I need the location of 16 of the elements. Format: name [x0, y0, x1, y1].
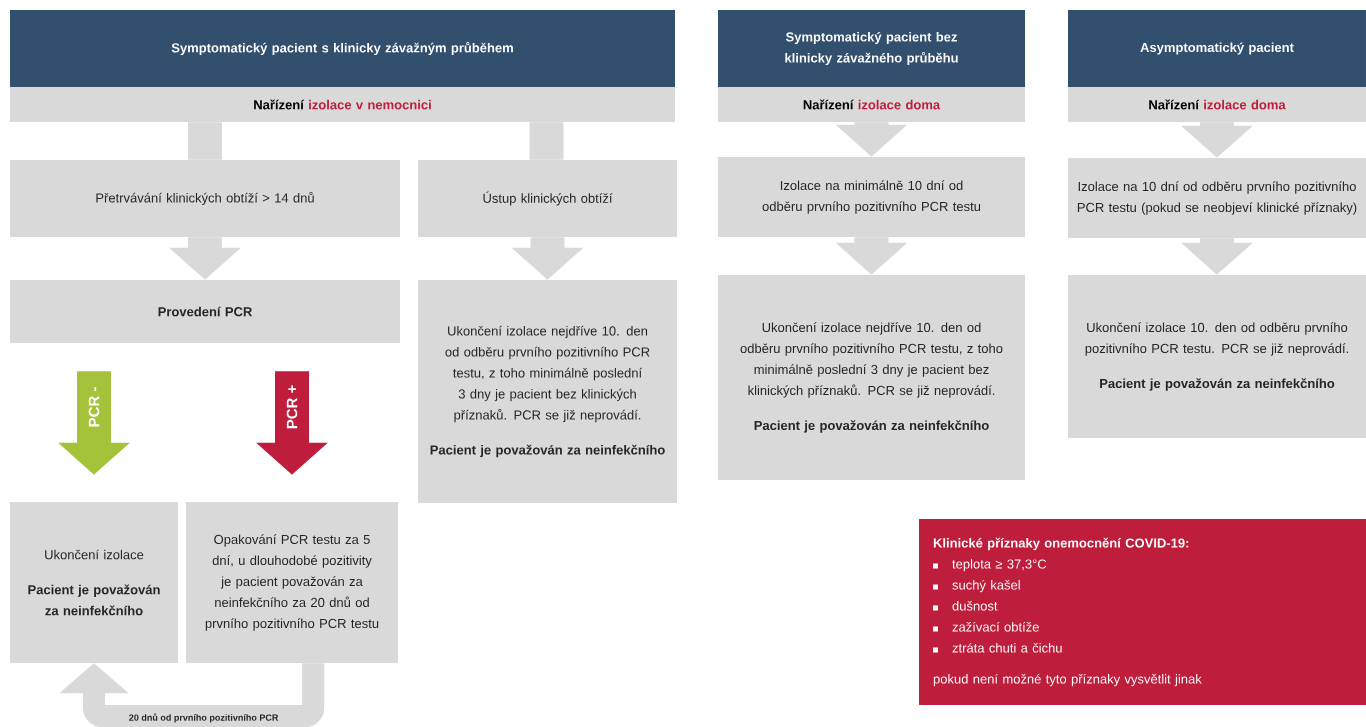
- header-box: Symptomatický pacient s klinicky závažným průběhem: [10, 10, 675, 87]
- banner: Nařízení izolace doma: [718, 87, 1025, 122]
- header-box: Asymptomatický pacient: [1068, 10, 1366, 87]
- process-box: Ukončení izolace nejdříve 10. den od odběru prvního pozitivního PCR testu, z toho minimálně poslední 3 dny je pacient bez klinických příznaků. PCR se již neprovádí. Pacient je považován za neinfekčního: [718, 275, 1025, 480]
- banner: Nařízení izolace v nemocnici: [10, 87, 675, 122]
- block-arrow: [59, 663, 325, 727]
- process-box: Opakování PCR testu za 5 dní, u dlouhodobé pozitivity je pacient považován za neinfekčního za 20 dnů od prvního pozitivního PCR testu: [186, 502, 398, 663]
- process-box: Ukončení izolace Pacient je považován za neinfekčního: [10, 502, 178, 663]
- edge-label: 20 dnů od prvního pozitivního PCR: [127, 712, 280, 724]
- process-box: Ústup klinických obtíží: [418, 160, 677, 237]
- note-box: Klinické příznaky onemocnění COVID-19: teplota ≥ 37,3°C suchý kašel dušnost zažívací obtíže ztráta chuti a čichu pokud není možné tyto příznaky vysvětlit jinak: [919, 519, 1366, 705]
- banner: Nařízení izolace doma: [1068, 87, 1366, 122]
- header-box: Symptomatický pacient bez klinicky závažného průběhu: [718, 10, 1025, 87]
- process-box: Přetrvávání klinických obtíží > 14 dnů: [10, 160, 400, 237]
- process-box: Ukončení izolace nejdříve 10. den od odběru prvního pozitivního PCR testu, z toho minimálně poslední 3 dny je pacient bez klinických příznaků. PCR se již neprovádí. Pacient je považován za neinfekčního: [418, 280, 677, 503]
- process-box: Ukončení izolace 10. den od odběru prvního pozitivního PCR testu. PCR se již neprovádí. Pacient je považován za neinfekčního: [1068, 275, 1366, 438]
